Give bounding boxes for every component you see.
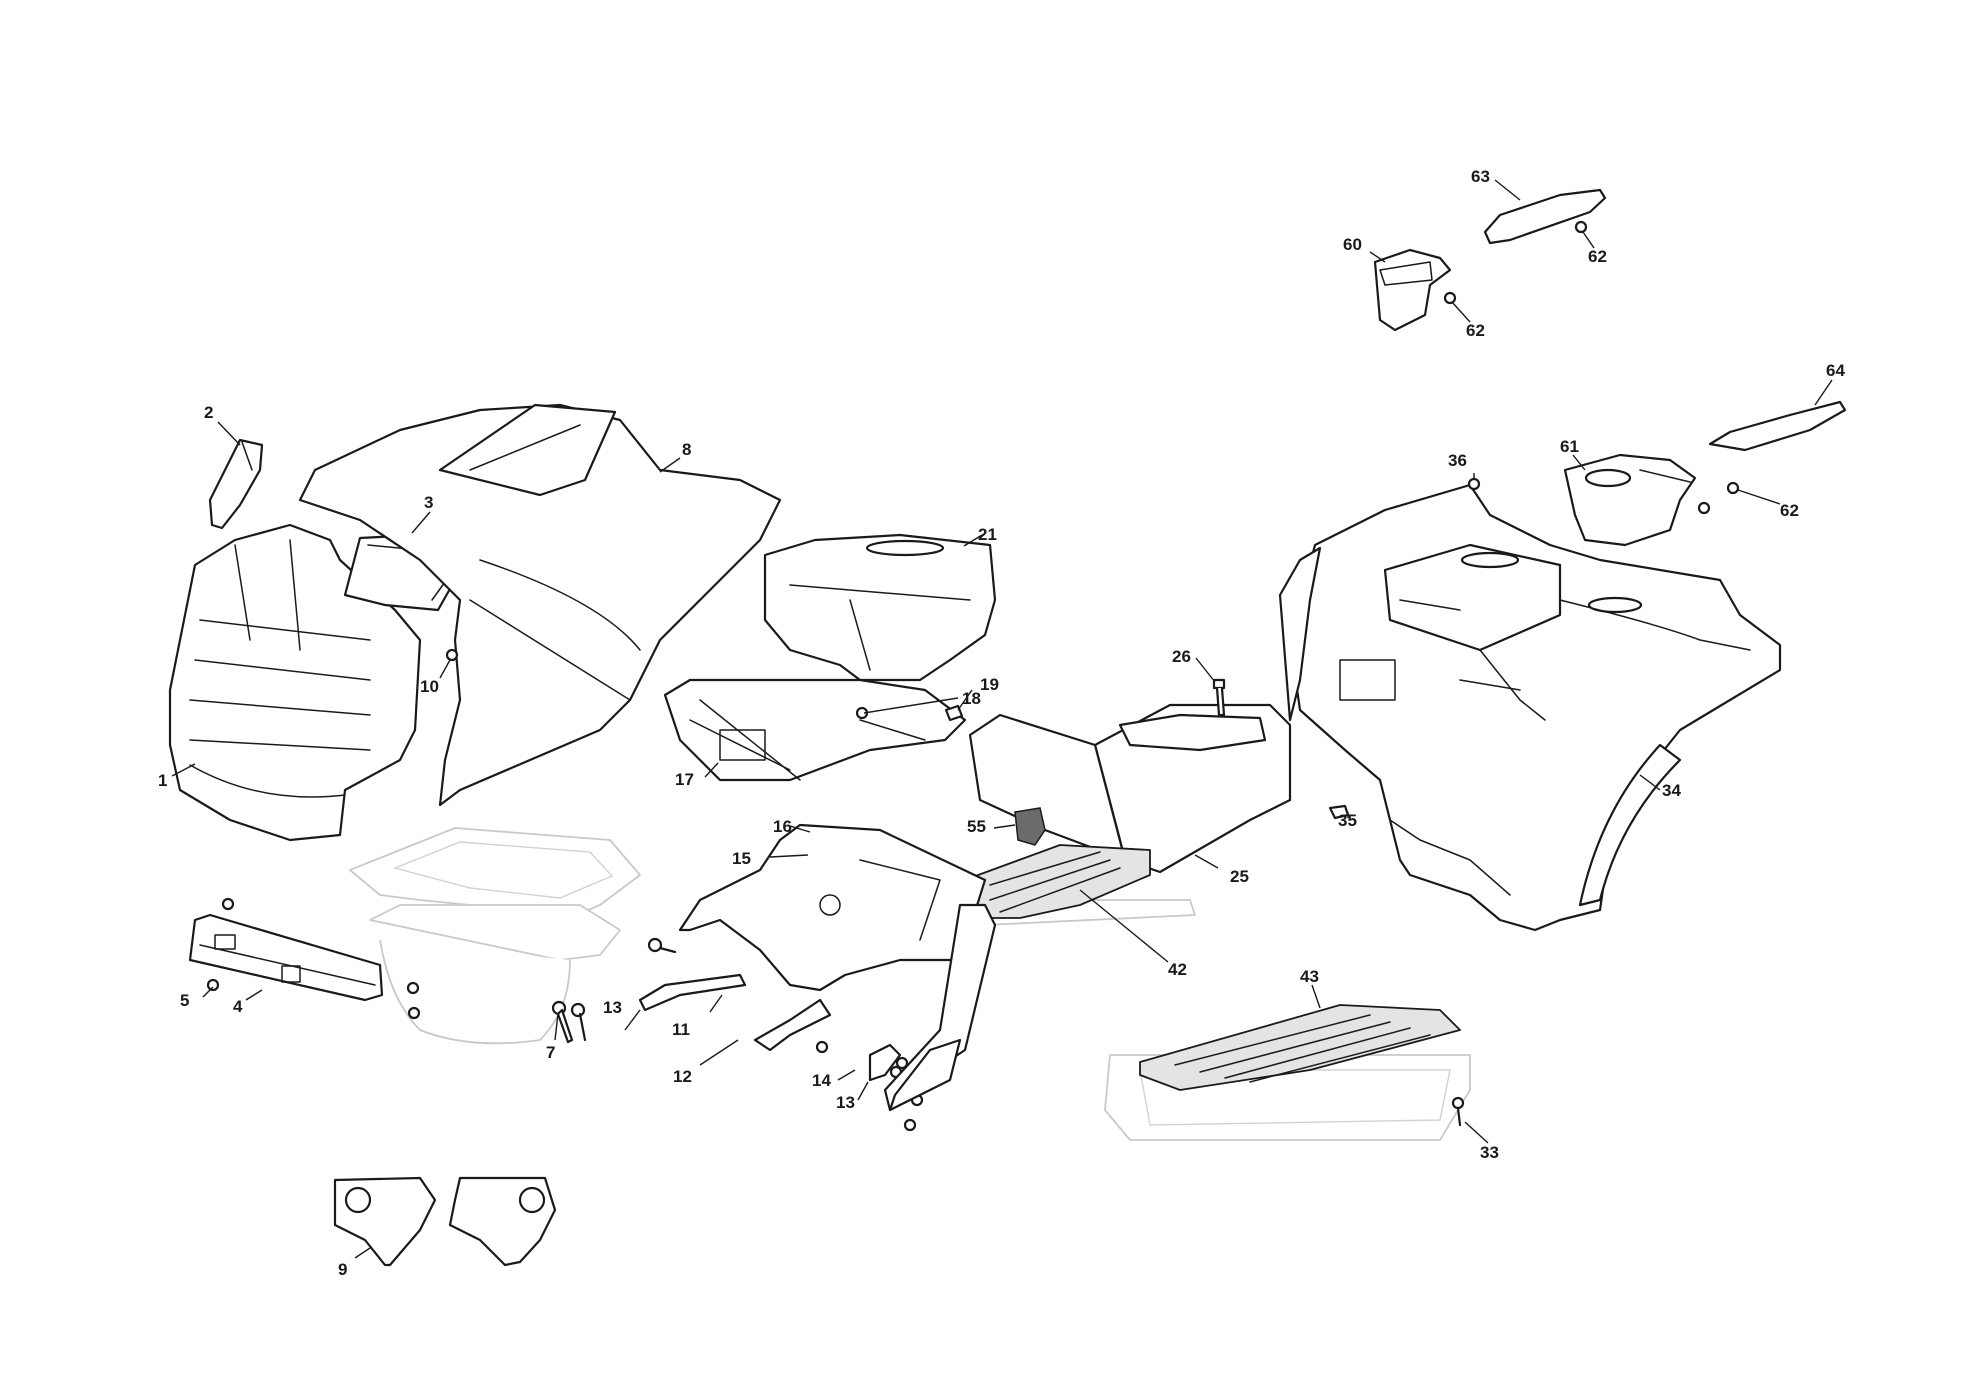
- part-60-cup-holder: [1373, 248, 1452, 332]
- callout-17: 17: [675, 770, 694, 789]
- part-9-gaskets: [333, 1176, 557, 1267]
- part-36-screw: [1467, 477, 1481, 491]
- callout-21: 21: [978, 525, 997, 544]
- part-4-plate: [188, 913, 384, 1002]
- part-42-mat: [969, 844, 1151, 919]
- callout-36: 36: [1448, 451, 1467, 470]
- callout-25: 25: [1230, 867, 1249, 886]
- part-2-bracket: [208, 438, 264, 530]
- callout-8: 8: [682, 440, 691, 459]
- leader-lines: [171, 179, 1833, 1259]
- part-14-clip: [868, 1043, 902, 1082]
- part-34-rear-body: [1278, 483, 1782, 932]
- part-64-cover: [1708, 400, 1847, 452]
- callout-19: 19: [980, 675, 999, 694]
- part-13-rod: [638, 973, 747, 1012]
- part-12-bracket: [753, 998, 832, 1052]
- part-61-storage: [1563, 453, 1697, 547]
- part-1-front-grille: [168, 523, 422, 842]
- callout-18: 18: [962, 689, 981, 708]
- callout-4: 4: [233, 997, 243, 1016]
- callout-labels: 1 2 3 4 5 7 8 9 10 11 12 13 13 14 15 16 …: [158, 167, 1845, 1279]
- callout-9: 9: [338, 1260, 347, 1279]
- callout-42: 42: [1168, 960, 1187, 979]
- callout-13-rod: 13: [603, 998, 622, 1017]
- callout-62-right: 62: [1780, 501, 1799, 520]
- part-7-bolt: [551, 1000, 574, 1044]
- callout-3: 3: [424, 493, 433, 512]
- part-16-dashboard-panel: [678, 823, 987, 992]
- callout-60: 60: [1343, 235, 1362, 254]
- callout-26: 26: [1172, 647, 1191, 666]
- part-63-cover: [1483, 188, 1607, 245]
- callout-7: 7: [546, 1043, 555, 1062]
- callout-12: 12: [673, 1067, 692, 1086]
- callout-63: 63: [1471, 167, 1490, 186]
- callout-62-top: 62: [1588, 247, 1607, 266]
- callout-10: 10: [420, 677, 439, 696]
- callout-14: 14: [812, 1071, 831, 1090]
- callout-11: 11: [672, 1020, 690, 1039]
- part-55-cap: [1014, 807, 1046, 846]
- callout-1: 1: [158, 771, 167, 790]
- callout-34: 34: [1662, 781, 1681, 800]
- callout-15: 15: [732, 849, 751, 868]
- part-10-screw: [445, 648, 459, 662]
- callout-62-mid: 62: [1466, 321, 1485, 340]
- callout-33: 33: [1480, 1143, 1499, 1162]
- callout-64: 64: [1826, 361, 1845, 380]
- callout-61: 61: [1560, 437, 1579, 456]
- part-33-screw: [1451, 1096, 1465, 1127]
- callout-16: 16: [773, 817, 792, 836]
- part-43-mat: [1139, 1004, 1461, 1091]
- callout-5: 5: [180, 991, 189, 1010]
- part-62-screws: [1443, 220, 1740, 515]
- callout-13-clip: 13: [836, 1093, 855, 1112]
- callout-2: 2: [204, 403, 213, 422]
- part-25-battery-box: [968, 703, 1292, 874]
- callout-55: 55: [967, 817, 986, 836]
- part-17-floor-tray: [663, 678, 967, 782]
- ghost-frame-parts: [349, 827, 1471, 1141]
- callout-35: 35: [1338, 811, 1357, 830]
- part-8-hood: [298, 403, 782, 807]
- part-26-bolt: [1212, 678, 1226, 717]
- part-42-side-panel: [883, 903, 997, 1112]
- callout-43: 43: [1300, 967, 1319, 986]
- part-21-cover: [763, 533, 997, 682]
